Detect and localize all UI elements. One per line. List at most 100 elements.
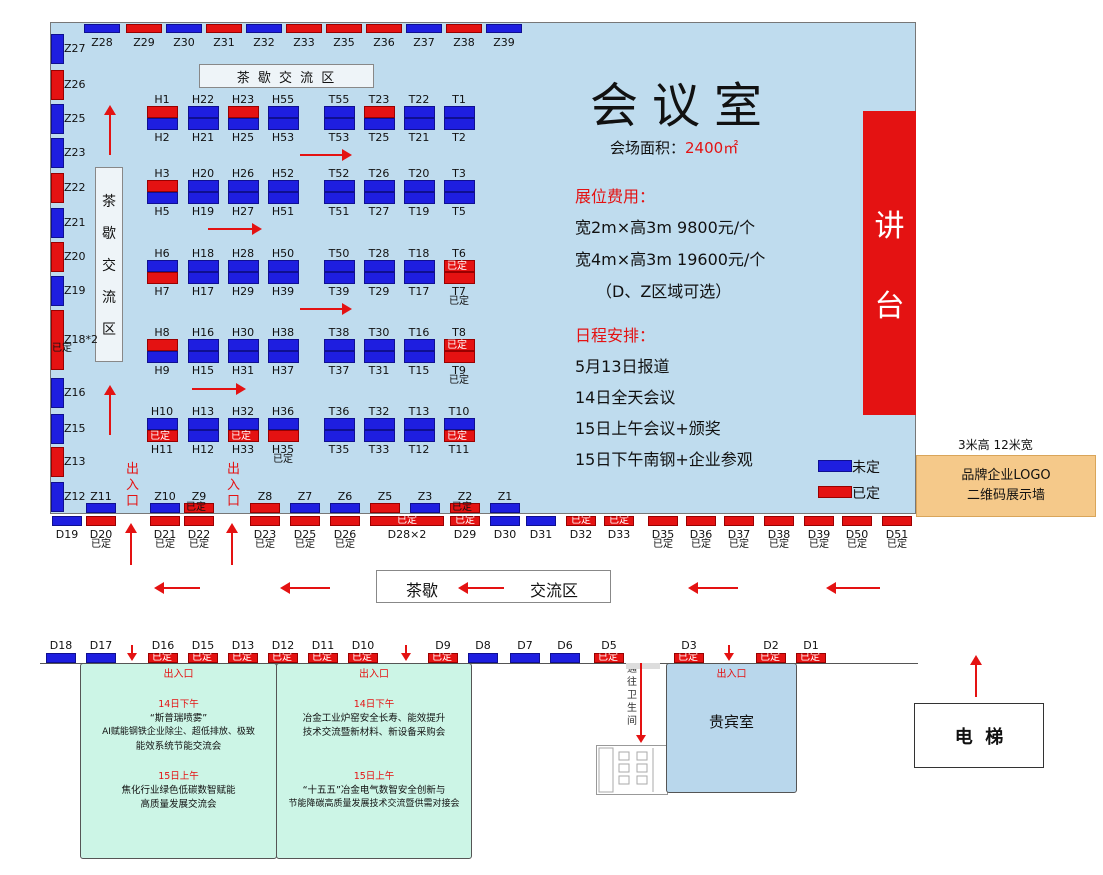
sold-note: 已定 — [232, 652, 252, 663]
booth — [526, 516, 556, 526]
booth-half — [228, 339, 259, 351]
booth-label: H15 — [191, 364, 215, 377]
booth-label: Z32 — [253, 36, 275, 49]
booth-label: T30 — [368, 326, 390, 339]
booth-label: H8 — [154, 326, 170, 339]
booth-label: Z29 — [133, 36, 155, 49]
booth-label: Z39 — [493, 36, 515, 49]
booth-label: T52 — [328, 167, 350, 180]
sold-note: 已定 — [678, 652, 698, 663]
tea-left-char: 茶 — [102, 193, 116, 210]
booth-label: T9 — [452, 364, 466, 377]
booth — [51, 138, 64, 168]
arrow-down-icon — [401, 645, 411, 661]
booth — [348, 653, 378, 663]
area-label: 会场面积： — [610, 139, 686, 157]
booth-label: H51 — [271, 205, 295, 218]
booth-label: Z35 — [333, 36, 355, 49]
room2-entrance: 出入口 — [359, 669, 389, 680]
booth — [756, 653, 786, 663]
booth-label: H7 — [154, 285, 170, 298]
toilet-direction: 通 往 卫 生 间 — [626, 663, 638, 728]
booth-label: H13 — [191, 405, 215, 418]
booth — [126, 24, 162, 33]
sold-note: 已定 — [691, 539, 711, 550]
sold-note: 已定 — [609, 515, 629, 526]
sold-note: 已定 — [152, 652, 172, 663]
booth-label: T15 — [408, 364, 430, 377]
booth-half — [444, 339, 475, 351]
booth-half — [188, 192, 219, 204]
booth — [184, 503, 214, 513]
schedule-item: 15日上午会议+颁奖 — [575, 419, 721, 438]
booth-label: D31 — [529, 528, 553, 541]
tea-area-top: 茶 歇 交 流 区 — [199, 64, 374, 88]
fee-line1: 宽2m×高3m 9800元/个 — [575, 218, 756, 237]
booth-label: T23 — [368, 93, 390, 106]
booth — [290, 516, 320, 526]
booth-half — [268, 106, 299, 118]
booth-label: D38 — [767, 528, 791, 541]
vip-entrance: 出入口 — [716, 669, 747, 680]
booth-label: H25 — [231, 131, 255, 144]
booth-label: Z9 — [191, 490, 207, 503]
booth — [566, 516, 596, 526]
entrance-char: 出 — [227, 462, 241, 477]
booth — [188, 653, 218, 663]
sold-note: 已定 — [295, 539, 315, 550]
booth-label: Z33 — [293, 36, 315, 49]
booth-label: H30 — [231, 326, 255, 339]
booth — [490, 503, 520, 513]
booth — [51, 70, 64, 100]
corridor-label-left: 茶歇 — [406, 581, 439, 600]
sold-note: 已定 — [155, 539, 175, 550]
booth — [594, 653, 624, 663]
arrow-down-icon — [127, 645, 137, 661]
sold-note: 已定 — [335, 539, 355, 550]
booth-half — [268, 272, 299, 284]
entrance-char: 口 — [227, 494, 241, 509]
booth — [52, 516, 82, 526]
booth — [366, 24, 402, 33]
booth-label: T16 — [408, 326, 430, 339]
booth — [206, 24, 242, 33]
booth-half — [268, 118, 299, 130]
sold-note: 已定 — [186, 502, 206, 513]
booth-label: T37 — [328, 364, 350, 377]
booth-label: H39 — [271, 285, 295, 298]
entrance-left: 出 入 口 — [126, 462, 139, 510]
booth — [51, 276, 64, 306]
booth — [326, 24, 362, 33]
booth-label: H16 — [191, 326, 215, 339]
room2-line: 冶金工业炉窑安全长寿、能效提升 — [302, 713, 446, 724]
booth — [51, 242, 64, 272]
booth — [486, 24, 522, 33]
booth-label: Z15 — [64, 422, 86, 435]
booth-label: H10 — [150, 405, 174, 418]
booth-label: Z21 — [64, 216, 86, 229]
booth-half — [364, 430, 395, 442]
booth — [490, 516, 520, 526]
booth-label: Z6 — [337, 490, 353, 503]
booth-label: T29 — [368, 285, 390, 298]
booth-label: H2 — [154, 131, 170, 144]
booth — [450, 503, 480, 513]
schedule-title: 日程安排： — [575, 326, 656, 345]
booth — [468, 653, 498, 663]
hall-area: 会场面积：2400㎡ — [610, 137, 738, 158]
booth-half — [188, 272, 219, 284]
booth — [86, 503, 116, 513]
booth-label: T13 — [408, 405, 430, 418]
sold-note: 已定 — [255, 539, 275, 550]
booth-label: D36 — [689, 528, 713, 541]
booth — [51, 447, 64, 477]
sold-note: 已定 — [432, 652, 452, 663]
booth-label: T39 — [328, 285, 350, 298]
booth-label: H26 — [231, 167, 255, 180]
booth-half — [404, 351, 435, 363]
booth-label: T6 — [452, 247, 466, 260]
booth-label: Z2 — [457, 490, 473, 503]
sold-note: 已定 — [769, 539, 789, 550]
arrow-left-icon — [688, 582, 738, 594]
booth-half — [147, 118, 178, 130]
